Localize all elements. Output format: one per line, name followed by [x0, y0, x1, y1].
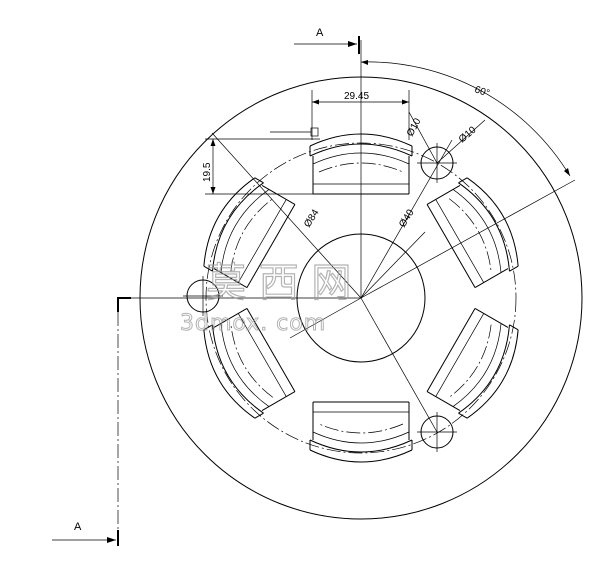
radial-centerlines [193, 40, 576, 433]
section-line-a: A A [52, 27, 360, 546]
watermark-chinese: 莫 西 网 [206, 260, 351, 306]
dim-width-label: 29.45 [344, 91, 369, 102]
pole-piece-bottom [309, 401, 413, 463]
hole-dia-1-label: Ø10 [405, 116, 424, 138]
hole-dia-2-label: Ø10 [457, 124, 479, 145]
dim-angle-label: 60° [473, 84, 491, 99]
dim-bore-dia: Ø40 [397, 207, 417, 229]
section-label-bottom: A [74, 521, 82, 533]
dim-height-label: 19.5 [202, 162, 213, 182]
watermark-site: 3dmox. com [180, 311, 326, 336]
watermark: 莫 西 网 3dmox. com [180, 259, 353, 336]
pole-piece-upper-left [203, 177, 296, 289]
dim-circle-dia: Ø84 [302, 207, 322, 229]
section-label-top: A [316, 27, 324, 39]
bore-dia-label: Ø40 [397, 207, 417, 229]
circle-dia-label: Ø84 [302, 207, 322, 229]
pole-piece-lower-left [203, 307, 296, 419]
dim-width-top: 29.45 [311, 90, 410, 140]
pole-piece-lower-right [426, 307, 519, 419]
dim-height-left: 19.5 [202, 127, 320, 195]
dim-hole-dia-2: Ø10 [436, 119, 486, 164]
pole-piece-upper-right [426, 177, 519, 289]
hole-left [183, 276, 223, 316]
dim-angle-60: 60° [360, 60, 571, 177]
hole-bottom-right [417, 412, 457, 452]
